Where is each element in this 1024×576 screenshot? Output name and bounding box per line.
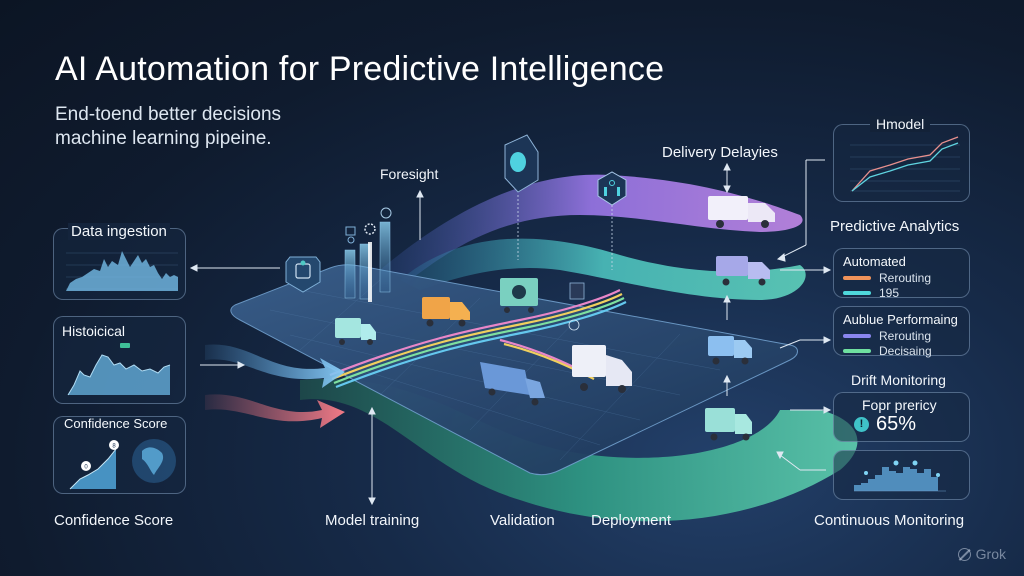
confidence-score-panel: Confidence Score 0 8: [53, 416, 186, 494]
monitoring-bar-chart: [854, 460, 946, 492]
label-model-training: Model training: [325, 512, 420, 529]
panel-title: Automated: [843, 254, 906, 269]
panel-title: Histoicical: [62, 323, 126, 339]
hmodel-panel: Hmodel: [833, 116, 970, 202]
legend-item: 195: [843, 285, 931, 300]
svg-text:0: 0: [84, 465, 88, 471]
panel-title: Confidence Score: [64, 416, 168, 431]
panel-title: Aublue Performaing: [843, 312, 958, 327]
drift-panel: Fopr prericy ! 65%: [833, 392, 970, 442]
label-predictive-analytics: Predictive Analytics: [830, 218, 960, 235]
data-ingestion-panel: Data ingestion: [53, 223, 186, 300]
historical-area-chart: [67, 354, 171, 396]
page-title: AI Automation for Predictive Intelligenc…: [55, 50, 665, 88]
tooltip-badge: [120, 343, 130, 348]
panel-title: Hmodel: [870, 116, 931, 132]
grok-logo-icon: [957, 547, 971, 561]
drift-title: Fopr prericy: [862, 397, 937, 413]
subtitle-line-1: End-toend better decisions: [55, 104, 282, 125]
truck-orange: [422, 297, 470, 327]
truck-blue-center: [480, 362, 545, 406]
automated-panel: Automated Rerouting 195: [833, 248, 970, 300]
legend-swatch: [843, 290, 871, 295]
truck-blue-right: [708, 336, 752, 365]
legend-swatch: [843, 348, 871, 353]
label-deployment: Deployment: [591, 512, 672, 529]
grok-watermark: Grok: [957, 546, 1006, 562]
label-delivery-delays: Delivery Delayies: [662, 144, 778, 161]
label-foresight: Foresight: [380, 166, 439, 182]
truck-white-center: [572, 345, 632, 393]
legend-item: Rerouting: [843, 270, 931, 285]
hmodel-line-chart: [850, 136, 960, 192]
panel-title: Data ingestion: [68, 223, 170, 240]
truck-mint-bottom: [705, 408, 752, 441]
legend-swatch: [843, 333, 871, 338]
alert-icon: !: [854, 417, 869, 432]
truck-lavender: [716, 256, 770, 286]
label-drift-monitoring: Drift Monitoring: [851, 372, 946, 388]
truck-teal-box: [500, 278, 538, 313]
ingestion-area-chart: [66, 251, 178, 291]
historical-panel: Histoicical: [53, 316, 186, 404]
subtitle-line-2: machine learning pipeine.: [55, 128, 272, 149]
subtitle: End-toend better decisions machine learn…: [55, 103, 281, 151]
continuous-monitoring-panel: [833, 450, 970, 500]
legend-item: Rerouting: [843, 328, 932, 343]
legend-item: Decisaing: [843, 343, 932, 358]
confidence-chart: 0 8: [69, 439, 176, 490]
drift-value: 65%: [876, 413, 917, 435]
label-validation: Validation: [490, 512, 555, 529]
truck-white-top: [708, 196, 775, 228]
svg-text:8: 8: [112, 444, 116, 450]
performing-panel: Aublue Performaing Rerouting Decisaing: [833, 306, 970, 358]
truck-mint-left: [335, 318, 376, 345]
label-confidence-score: Confidence Score: [54, 512, 174, 529]
legend-swatch: [843, 275, 871, 280]
label-continuous-monitoring: Continuous Monitoring: [814, 512, 965, 529]
